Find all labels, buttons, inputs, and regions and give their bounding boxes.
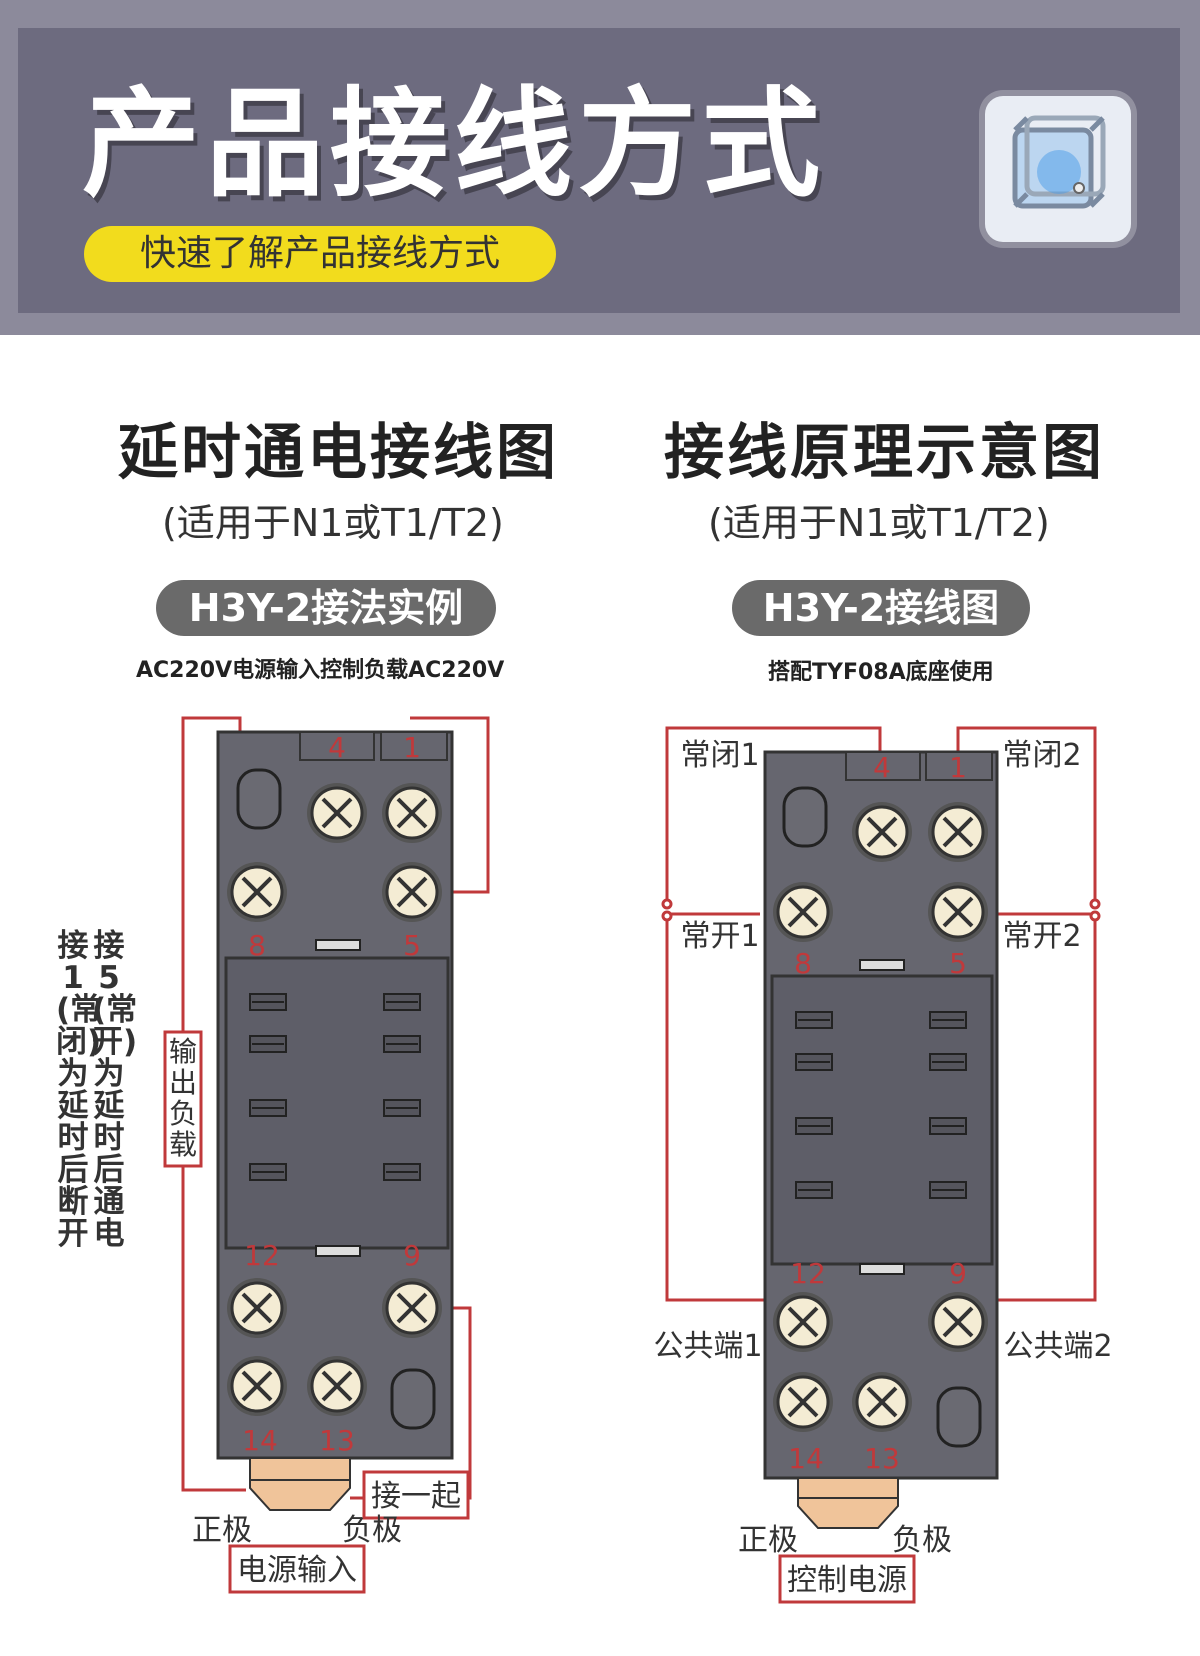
right-terminal-4: 4 xyxy=(873,751,891,784)
left-section-title: 延时通电接线图 xyxy=(118,418,559,488)
right-positive-label: 正极 xyxy=(738,1523,798,1558)
left-socket-base xyxy=(216,730,454,1511)
power-input-label: 电源输入 xyxy=(237,1553,357,1588)
no2-label: 常开2 xyxy=(1002,919,1081,954)
right-socket-base xyxy=(763,750,999,1529)
relay-cube-icon xyxy=(985,96,1131,242)
left-terminal-13: 13 xyxy=(319,1424,355,1457)
left-negative-label: 负极 xyxy=(342,1513,402,1548)
left-applies: (适用于N1或T1/T2) xyxy=(162,501,504,545)
right-terminal-13: 13 xyxy=(864,1442,900,1475)
left-terminal-8: 8 xyxy=(248,929,266,962)
com2-label: 公共端2 xyxy=(1003,1329,1112,1364)
right-terminal-8: 8 xyxy=(794,947,812,980)
left-terminal-9: 9 xyxy=(403,1239,421,1272)
right-terminal-1: 1 xyxy=(949,751,967,784)
no1-label: 常开1 xyxy=(680,919,759,954)
right-terminal-14: 14 xyxy=(788,1442,824,1475)
right-terminal-12: 12 xyxy=(790,1257,826,1290)
right-terminal-5: 5 xyxy=(949,947,967,980)
join-label: 接一起 xyxy=(371,1479,461,1514)
left-positive-label: 正极 xyxy=(192,1513,252,1548)
left-badge: H3Y-2接法实例 xyxy=(156,580,496,636)
com1-label: 公共端1 xyxy=(653,1329,762,1364)
right-applies: (适用于N1或T1/T2) xyxy=(708,501,1050,545)
right-negative-label: 负极 xyxy=(892,1523,952,1558)
right-terminal-9: 9 xyxy=(949,1257,967,1290)
nc1-label: 常闭1 xyxy=(680,738,759,773)
nc2-label: 常闭2 xyxy=(1002,738,1081,773)
right-section-title: 接线原理示意图 xyxy=(664,418,1105,488)
left-terminal-1: 1 xyxy=(403,731,421,764)
header-banner: 产品接线方式 快速了解产品接线方式 xyxy=(0,0,1200,335)
page-title: 产品接线方式 xyxy=(82,75,827,213)
control-power-label: 控制电源 xyxy=(787,1563,907,1598)
left-caption: AC220V电源输入控制负载AC220V xyxy=(136,658,505,683)
left-terminal-4: 4 xyxy=(328,731,346,764)
right-wires xyxy=(665,726,1097,1302)
left-terminal-14: 14 xyxy=(242,1424,278,1457)
left-terminal-5: 5 xyxy=(403,929,421,962)
right-badge: H3Y-2接线图 xyxy=(732,580,1030,636)
subtitle-pill: 快速了解产品接线方式 xyxy=(84,226,556,282)
output-load-label: 输出负载 xyxy=(168,1035,197,1161)
right-switches xyxy=(661,898,1101,922)
right-caption: 搭配TYF08A底座使用 xyxy=(768,660,994,685)
side-note-nc: 接1(常闭)为延时后断开 xyxy=(56,928,102,1252)
left-terminal-12: 12 xyxy=(244,1239,280,1272)
